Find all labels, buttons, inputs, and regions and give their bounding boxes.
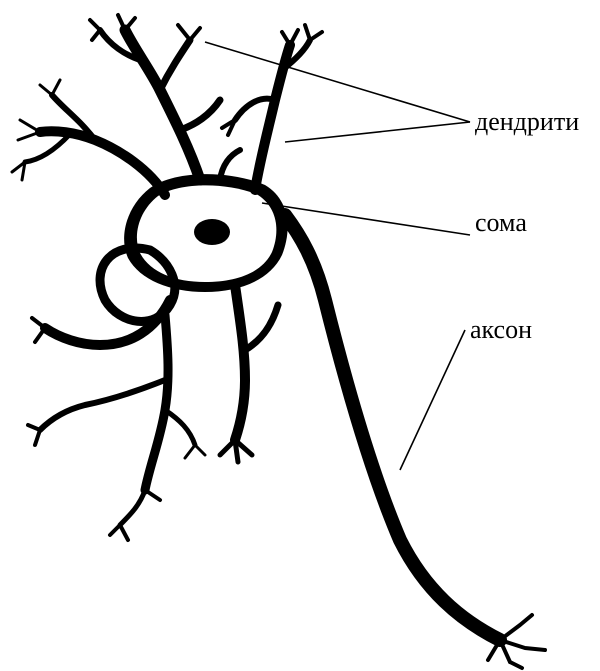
dendrite-lower-left: [28, 300, 205, 540]
leader-axon: [400, 330, 465, 470]
dendrite-upper-left: [12, 80, 165, 195]
axon: [285, 215, 545, 668]
dendrite-upper-center: [90, 15, 220, 180]
label-soma: сома: [475, 208, 527, 237]
neuron-illustration: [12, 15, 545, 668]
dendrite-upper-right: [220, 25, 322, 190]
label-axon: аксон: [470, 315, 532, 344]
nucleus: [194, 219, 230, 245]
labels: дендрити сома аксон: [470, 107, 579, 344]
label-dendrites: дендрити: [475, 107, 579, 136]
leader-dendrites-lower: [285, 122, 470, 142]
dendrite-lower-center: [220, 285, 278, 462]
